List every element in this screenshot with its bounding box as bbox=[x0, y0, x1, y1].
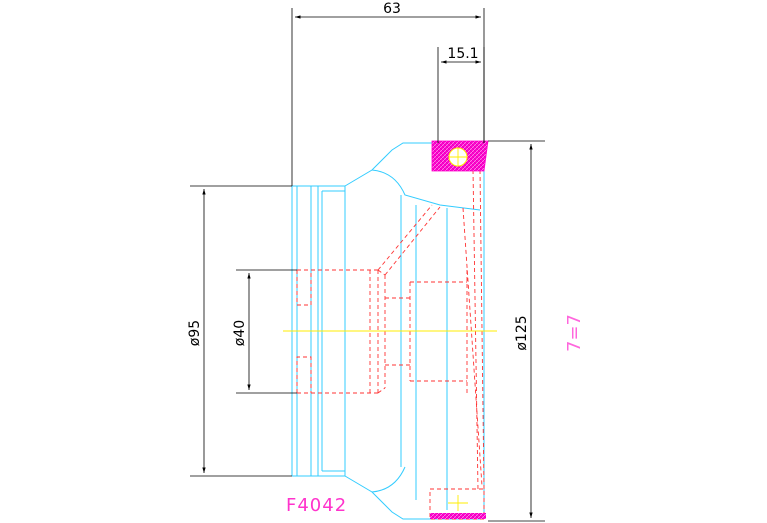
dim-63-label: 63 bbox=[383, 1, 401, 17]
ratio-annotation: 7=7 bbox=[564, 314, 585, 352]
centerlines bbox=[283, 330, 497, 511]
dimension-groove-offset bbox=[437, 47, 485, 143]
part-number-label: F4042 bbox=[286, 495, 347, 516]
hidden-lines bbox=[296, 169, 485, 520]
dim-dia-95-label: ø95 bbox=[187, 320, 203, 346]
dim-15-1-label: 15.1 bbox=[447, 46, 478, 62]
dimension-dia-95 bbox=[190, 185, 292, 477]
dimension-dia-40 bbox=[236, 269, 297, 394]
section-hatch bbox=[430, 140, 489, 519]
dim-dia-40-label: ø40 bbox=[232, 320, 248, 346]
dim-dia-125-label: ø125 bbox=[514, 315, 530, 350]
dimension-dia-125 bbox=[488, 140, 545, 522]
